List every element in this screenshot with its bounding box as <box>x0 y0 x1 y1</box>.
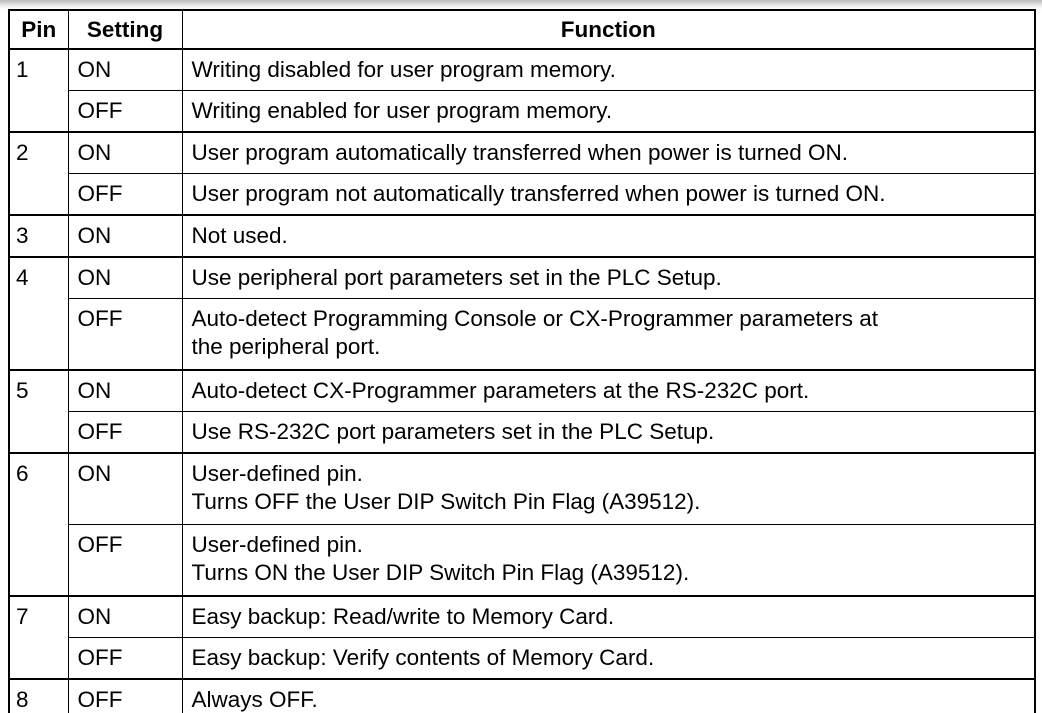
function-text-line: Writing disabled for user program memory… <box>191 57 616 82</box>
pin-cell: 8 <box>8 678 69 713</box>
setting-cell: OFF <box>67 637 183 680</box>
table-row: OFF Easy backup: Verify contents of Memor… <box>9 637 1036 680</box>
function-text-line: User program not automatically transferr… <box>191 181 886 206</box>
function-cell: Not used. <box>181 214 1036 258</box>
function-cell: Use RS-232C port parameters set in the P… <box>181 411 1036 454</box>
table-row: OFF User-defined pin. Turns ON the User DI… <box>9 524 1036 597</box>
setting-cell: ON <box>67 48 183 91</box>
pin-cell: 6 <box>8 452 69 597</box>
function-column-header: Function <box>181 9 1036 50</box>
setting-cell: OFF <box>67 90 183 133</box>
function-text-line: Auto-detect CX-Programmer parameters at … <box>191 378 810 403</box>
setting-column-header: Setting <box>67 9 183 50</box>
pin-cell: 2 <box>8 131 69 216</box>
function-text-line: Turns OFF the User DIP Switch Pin Flag (… <box>191 489 701 514</box>
top-edge-shadow <box>0 0 1042 9</box>
function-text-line: Easy backup: Read/write to Memory Card. <box>191 604 615 629</box>
table-row: OFF Use RS-232C port parameters set in th… <box>9 411 1036 454</box>
function-cell: User-defined pin. Turns ON the User DIP S… <box>181 524 1036 597</box>
setting-cell: ON <box>67 256 183 299</box>
function-cell: Use peripheral port parameters set in th… <box>181 256 1036 299</box>
setting-cell: OFF <box>67 411 183 454</box>
setting-cell: ON <box>67 131 183 174</box>
header-row: Pin Setting Function <box>8 9 1036 50</box>
pin-cell: 3 <box>8 214 69 258</box>
setting-cell: ON <box>67 452 183 525</box>
table-row: OFF Writing enabled for user program memo… <box>9 90 1036 133</box>
function-text-line: Easy backup: Verify contents of Memory C… <box>191 645 655 670</box>
pin-cell: 5 <box>8 369 69 454</box>
function-text-line: Turns ON the User DIP Switch Pin Flag (A… <box>191 560 690 585</box>
function-cell: Easy backup: Verify contents of Memory C… <box>181 637 1036 680</box>
pin-cell: 7 <box>8 595 69 680</box>
function-cell: Easy backup: Read/write to Memory Card. <box>181 595 1036 638</box>
function-text-line: User-defined pin. <box>191 532 363 557</box>
setting-cell: OFF <box>67 298 183 371</box>
function-cell: Writing enabled for user program memory. <box>181 90 1036 133</box>
function-text-line: Use RS-232C port parameters set in the P… <box>191 419 715 444</box>
setting-cell: OFF <box>67 173 183 216</box>
setting-cell: OFF <box>67 678 183 713</box>
function-text-line: Writing enabled for user program memory. <box>191 98 613 123</box>
function-text-line: User program automatically transferred w… <box>191 140 849 165</box>
pin-cell: 1 <box>8 48 69 133</box>
setting-cell: ON <box>67 595 183 638</box>
table-row: OFF Auto-detect Programming Console or CX… <box>9 298 1036 371</box>
function-cell: User program not automatically transferr… <box>181 173 1036 216</box>
function-text-line: Not used. <box>191 223 288 248</box>
function-text-line: Auto-detect Programming Console or CX-Pr… <box>191 306 879 331</box>
function-cell: Writing disabled for user program memory… <box>181 48 1036 91</box>
setting-cell: ON <box>67 214 183 258</box>
function-text-line: User-defined pin. <box>191 461 363 486</box>
function-text-line: the peripheral port. <box>191 334 381 359</box>
function-cell: Always OFF. <box>181 678 1036 713</box>
function-cell: Auto-detect Programming Console or CX-Pr… <box>181 298 1036 371</box>
function-cell: User-defined pin. Turns OFF the User DIP … <box>181 452 1036 525</box>
setting-cell: OFF <box>67 524 183 597</box>
function-cell: User program automatically transferred w… <box>181 131 1036 174</box>
pin-cell: 4 <box>8 256 69 371</box>
function-cell: Auto-detect CX-Programmer parameters at … <box>181 369 1036 412</box>
pin-column-header: Pin <box>8 9 69 50</box>
table-row: OFF User program not automatically transf… <box>9 173 1036 216</box>
function-text-line: Use peripheral port parameters set in th… <box>191 265 722 290</box>
function-text-line: Always OFF. <box>191 687 318 712</box>
setting-cell: ON <box>67 369 183 412</box>
